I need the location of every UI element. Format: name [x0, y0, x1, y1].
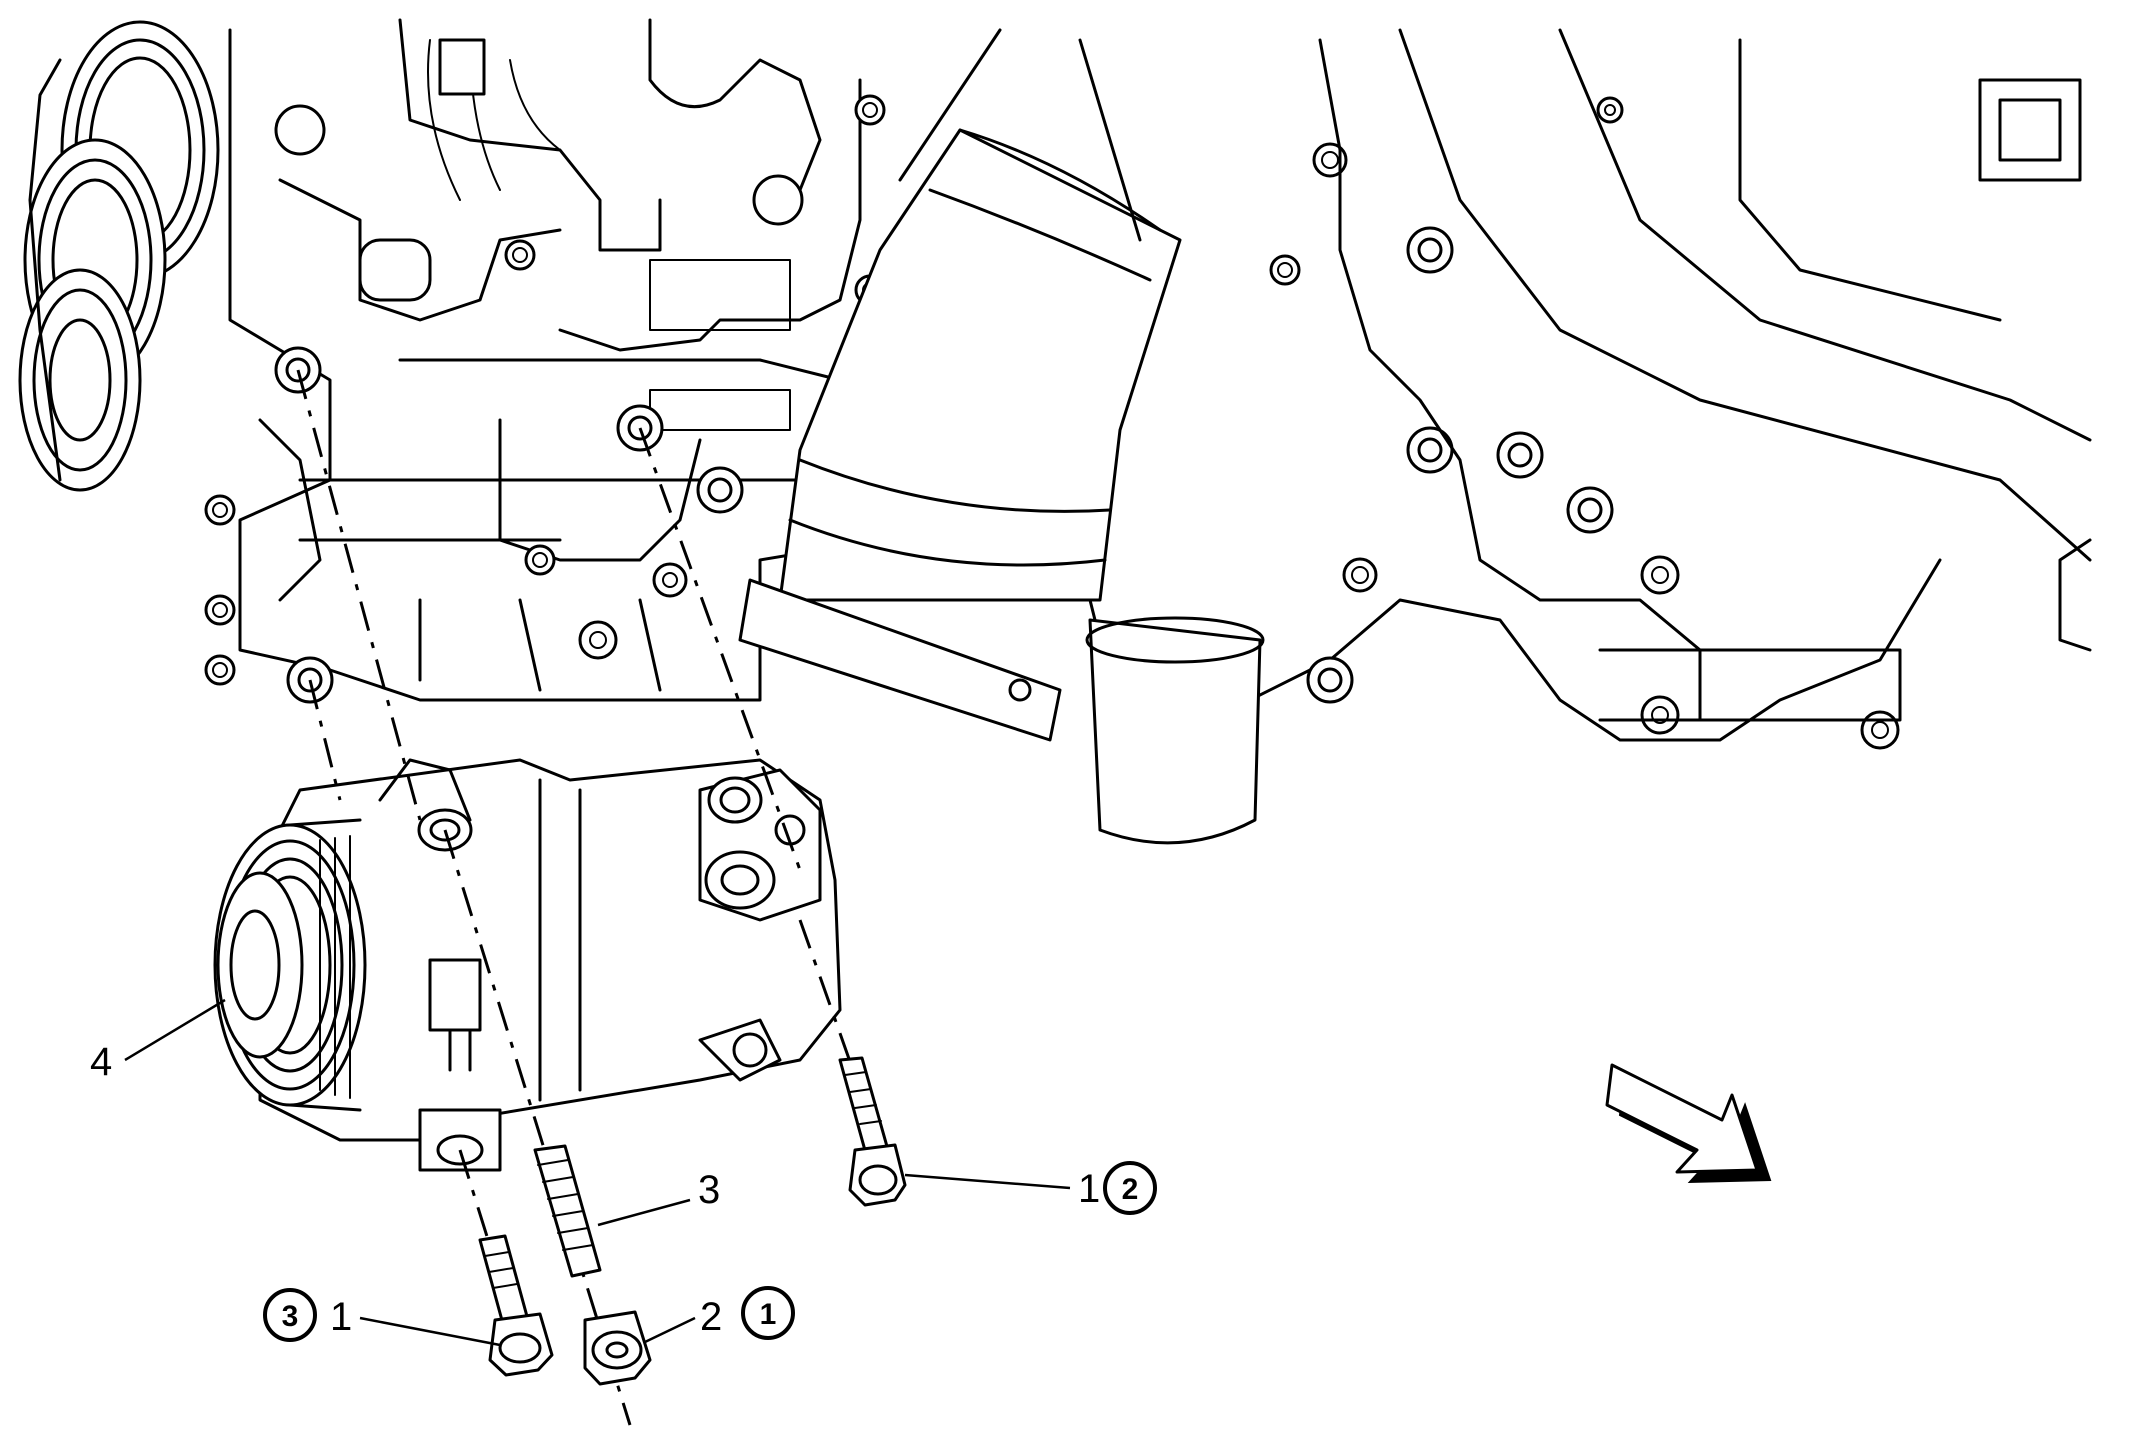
exhaust-pipe	[738, 28, 1265, 845]
engine-bolt-heads	[204, 94, 1900, 750]
step-1-badge	[741, 1286, 795, 1340]
step-1-number: 1	[760, 1298, 777, 1331]
view-direction-arrow-icon	[1605, 1063, 1772, 1184]
engine-block	[18, 18, 1942, 750]
ac-compressor	[213, 758, 842, 1172]
callout-1-left: 3 1	[263, 1288, 501, 1347]
callout-4: 4	[90, 998, 226, 1084]
callout-3: 3	[597, 1168, 720, 1227]
engine-pulley-stack	[18, 20, 220, 492]
stud-3	[533, 1144, 602, 1278]
callout-1-left-number: 1	[330, 1295, 352, 1339]
nut-2	[583, 1310, 652, 1386]
callout-2-number: 2	[700, 1295, 722, 1339]
step-3-number: 3	[282, 1300, 299, 1333]
callout-4-number: 4	[90, 1040, 112, 1084]
frame-rail	[1318, 28, 2092, 722]
bolt-1-right	[838, 1056, 907, 1207]
callout-3-number: 3	[698, 1168, 720, 1212]
step-2-badge	[1103, 1161, 1157, 1215]
callout-1-right: 1 2	[904, 1161, 1157, 1215]
bolt-1-left	[478, 1234, 554, 1377]
callout-2: 2 1	[644, 1286, 795, 1344]
step-3-badge	[263, 1288, 317, 1342]
callout-1-right-number: 1	[1078, 1167, 1100, 1211]
step-2-number: 2	[1122, 1173, 1139, 1206]
